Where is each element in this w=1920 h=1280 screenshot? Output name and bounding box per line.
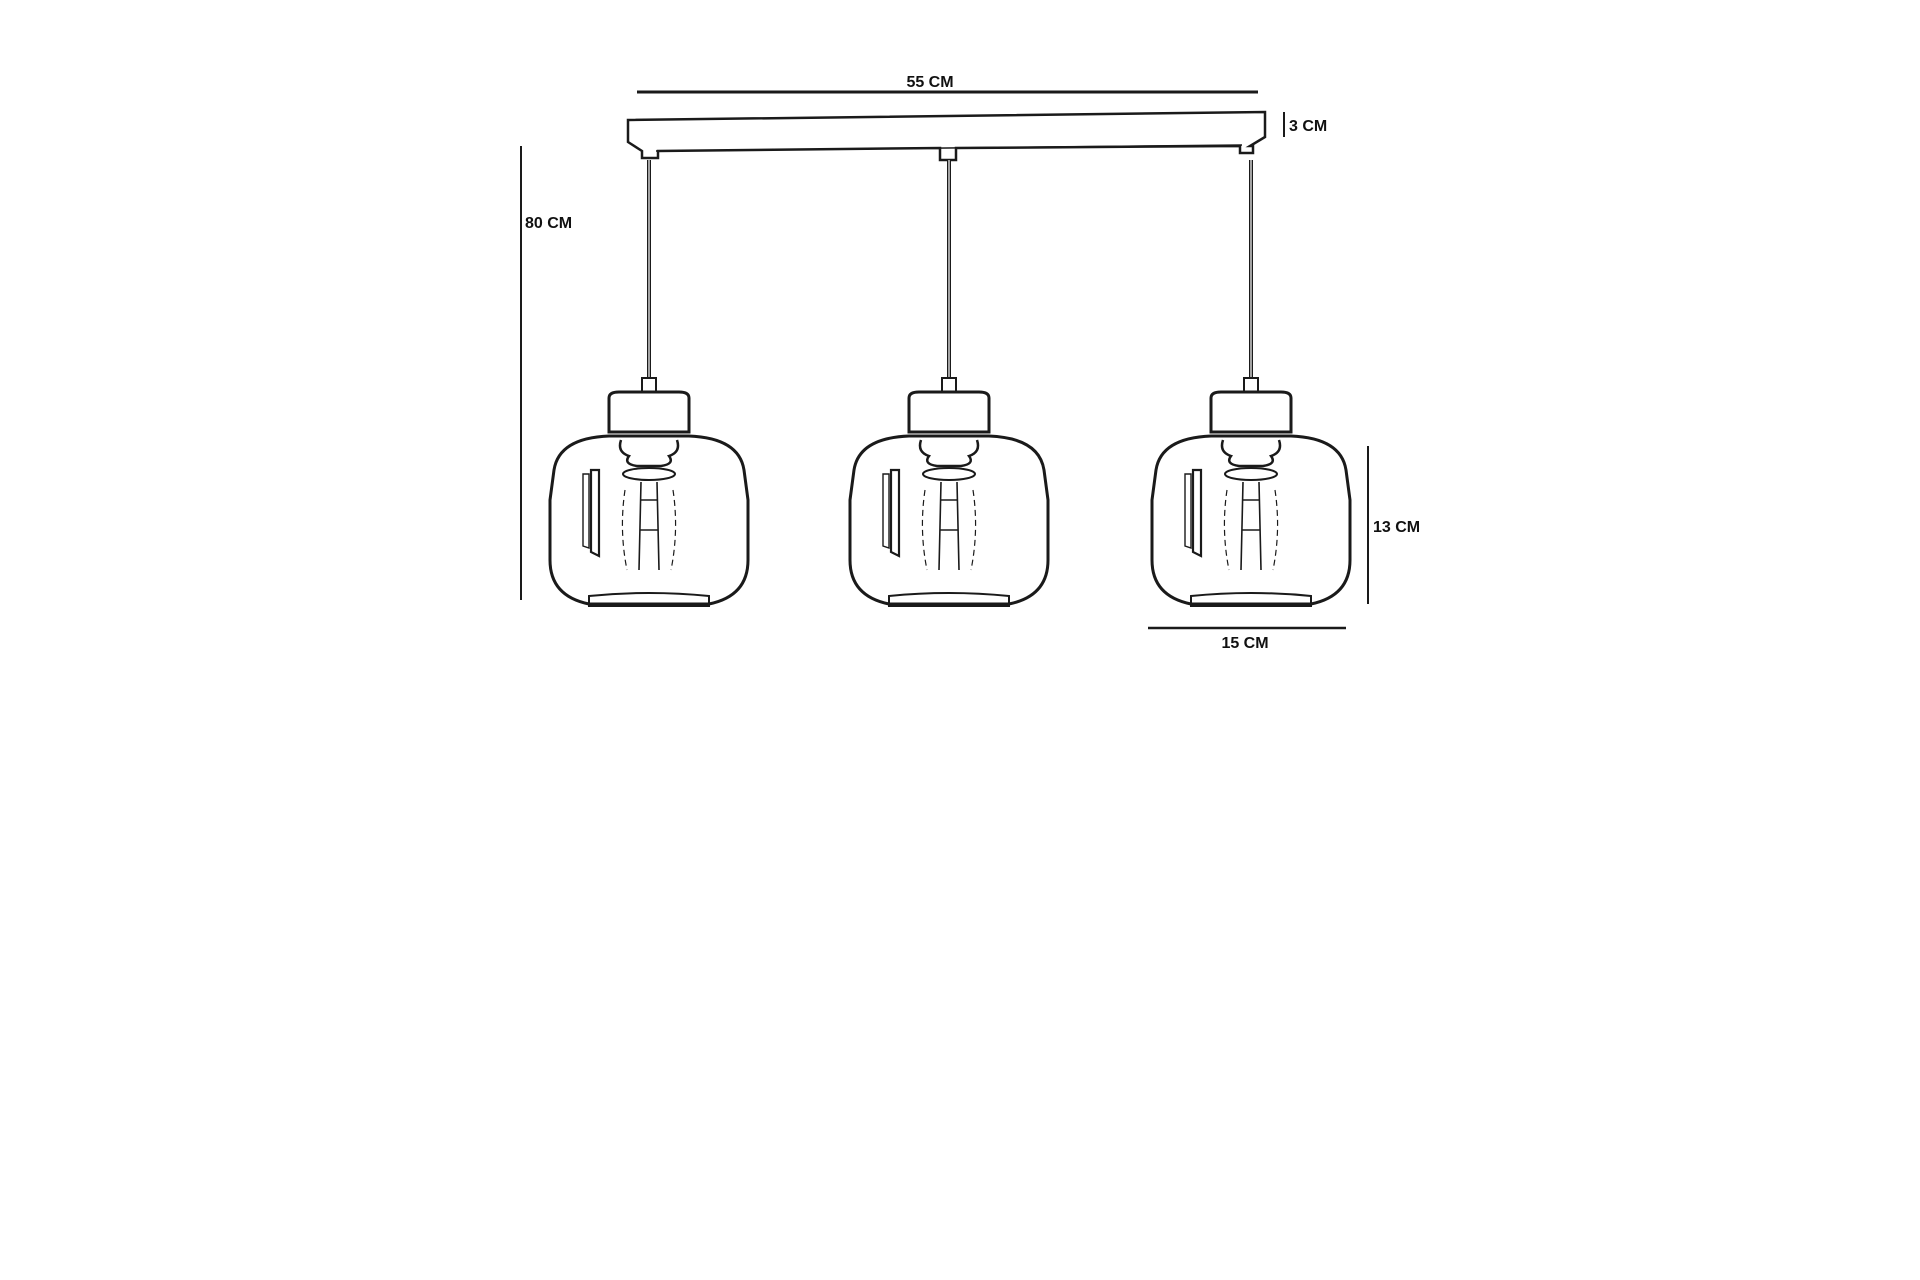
pendant-lamp-middle <box>848 160 1050 607</box>
shade-width-label: 15 CM <box>1221 635 1268 652</box>
lamp-socket <box>1220 439 1282 468</box>
width-dimension: 55 CM <box>637 74 1258 94</box>
glass-reflection <box>589 468 601 558</box>
glass-shade <box>848 434 1050 606</box>
lamp-cap <box>907 390 991 434</box>
glass-shade <box>548 434 750 606</box>
lamp-socket <box>618 439 680 468</box>
glass-reflection <box>1191 468 1203 558</box>
lamp-cap <box>1209 390 1293 434</box>
shade-rim <box>888 592 1010 607</box>
pendant-lamp-left <box>548 160 750 607</box>
bulb-filament <box>938 481 960 571</box>
canopy-height-label: 3 CM <box>1289 118 1327 135</box>
pendant-lamp-right <box>1150 160 1352 607</box>
shade-height-dimension: 13 CM <box>1367 446 1420 604</box>
lamp-socket <box>918 439 980 468</box>
shade-width-dimension: 15 CM <box>1148 626 1346 652</box>
glass-reflection <box>889 468 901 558</box>
drop-height-dimension: 80 CM <box>520 146 572 600</box>
glass-shade <box>1150 434 1352 606</box>
bulb-filament <box>638 481 660 571</box>
width-label: 55 CM <box>906 74 953 91</box>
canopy-height-dimension: 3 CM <box>1283 112 1327 137</box>
shade-rim <box>588 592 710 607</box>
pendant-lamps <box>548 160 1352 607</box>
shade-height-label: 13 CM <box>1373 519 1420 536</box>
lamp-cap <box>607 390 691 434</box>
ceiling-canopy <box>626 110 1267 162</box>
drop-height-label: 80 CM <box>525 215 572 232</box>
shade-rim <box>1190 592 1312 607</box>
bulb-filament <box>1240 481 1262 571</box>
